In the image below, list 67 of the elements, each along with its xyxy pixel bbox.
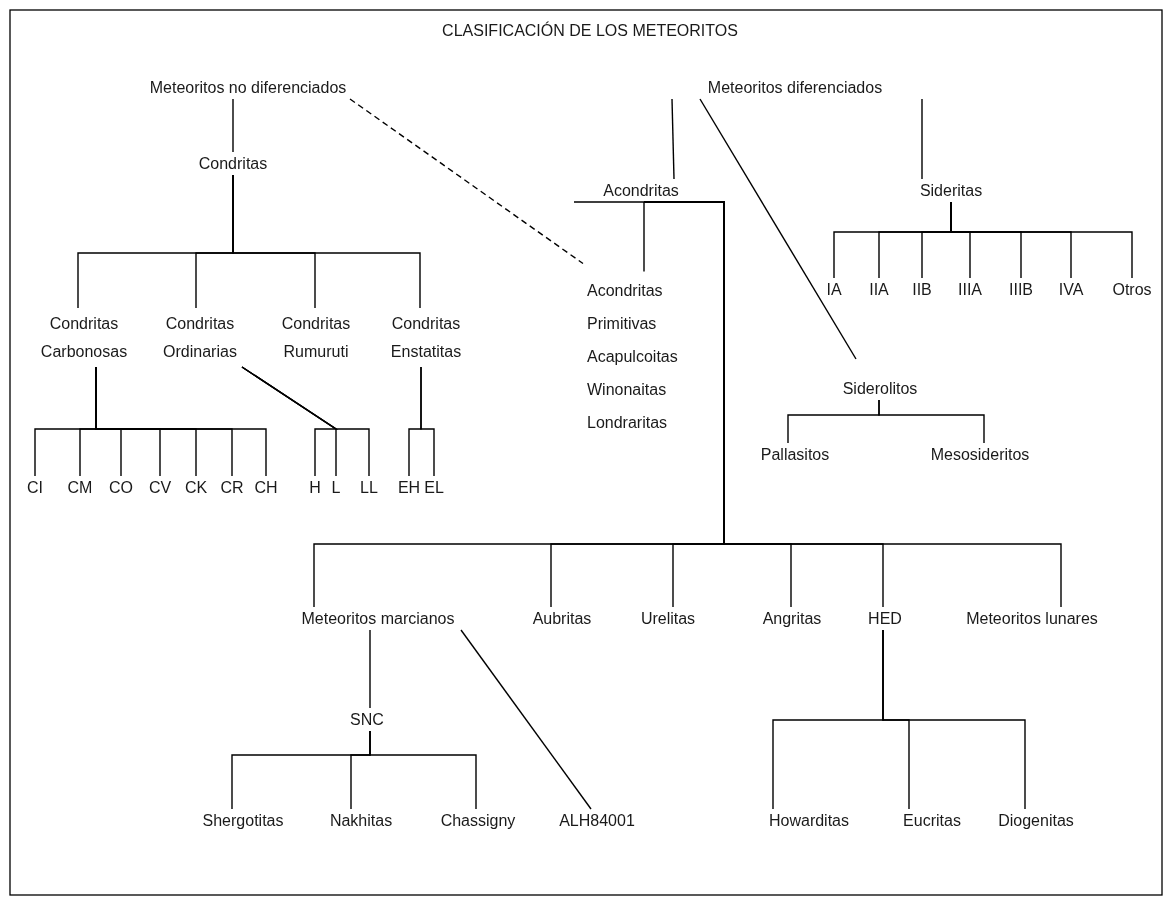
category-label: Howarditas [769, 811, 849, 831]
category-label: Acondritas Primitivas [587, 280, 663, 334]
tree-connector [671, 98, 675, 180]
category-label: CI [27, 478, 43, 498]
tree-connector [573, 201, 645, 273]
category-label: Meteoritos diferenciados [707, 78, 883, 98]
tree-connector [369, 629, 371, 709]
category-label: Condritas Rumuruti [281, 314, 351, 362]
tree-connector [232, 98, 234, 153]
category-label: IA [826, 280, 842, 300]
tree-connector [921, 98, 923, 180]
category-label: IIIB [1009, 280, 1033, 300]
category-label: Urelitas [640, 609, 696, 629]
category-label: Diogenitas [998, 811, 1074, 831]
category-label: IIA [869, 280, 889, 300]
category-label: Chassigny [440, 811, 516, 831]
category-label: IIB [912, 280, 932, 300]
category-label: Mesosideritos [930, 445, 1030, 465]
tree-connector [950, 201, 1133, 279]
dashed-connector [349, 98, 584, 265]
category-label: Acapulcoitas [587, 346, 678, 367]
tree-connector [369, 730, 477, 810]
category-label: Londraritas [587, 412, 669, 433]
category-label: CH [254, 478, 278, 498]
category-label: Aubritas [532, 609, 592, 629]
category-label: EH [397, 478, 421, 498]
category-label: Pallasitos [760, 445, 830, 465]
category-label: CO [109, 478, 133, 498]
category-label: Shergotitas [202, 811, 284, 831]
tree-connector [878, 399, 985, 444]
category-label: ALH84001 [559, 811, 635, 831]
category-label: H [309, 478, 321, 498]
category-label: Meteoritos marcianos [301, 609, 455, 629]
category-label: Winonaitas [587, 379, 668, 400]
category-label: Condritas [198, 154, 268, 174]
category-label: Condritas Enstatitas [390, 314, 462, 362]
category-label: L [331, 478, 341, 498]
tree-connector [232, 174, 421, 309]
category-label: Meteoritos lunares [966, 609, 1098, 629]
category-label: Angritas [762, 609, 822, 629]
category-label: IIIA [958, 280, 982, 300]
tree-connector [95, 366, 267, 477]
category-label: Eucritas [903, 811, 961, 831]
category-label: SNC [350, 710, 384, 730]
category-label: Condritas Carbonosas [40, 314, 128, 362]
tree-connector [460, 629, 592, 810]
category-label: Meteoritos no diferenciados [149, 78, 347, 98]
category-label: IVA [1058, 280, 1084, 300]
category-label: Acondritas [603, 181, 679, 201]
category-label: Condritas Ordinarias [163, 314, 237, 362]
category-label: CR [220, 478, 244, 498]
category-label: CV [148, 478, 172, 498]
category-label: Nakhitas [329, 811, 393, 831]
category-label: CM [67, 478, 93, 498]
tree-connector [241, 366, 370, 477]
category-label: Otros [1112, 280, 1152, 300]
category-label: LL [360, 478, 378, 498]
category-label: HED [868, 609, 902, 629]
category-label: Siderolitos [842, 379, 918, 399]
category-label: EL [424, 478, 444, 498]
tree-connector [420, 366, 435, 477]
category-label: CK [184, 478, 208, 498]
diagram-title: CLASIFICACIÓN DE LOS METEORITOS [442, 22, 738, 40]
tree-connector [699, 98, 857, 360]
tree-connector [882, 629, 1026, 810]
tree-connector [643, 201, 1062, 608]
category-label: Sideritas [919, 181, 983, 201]
